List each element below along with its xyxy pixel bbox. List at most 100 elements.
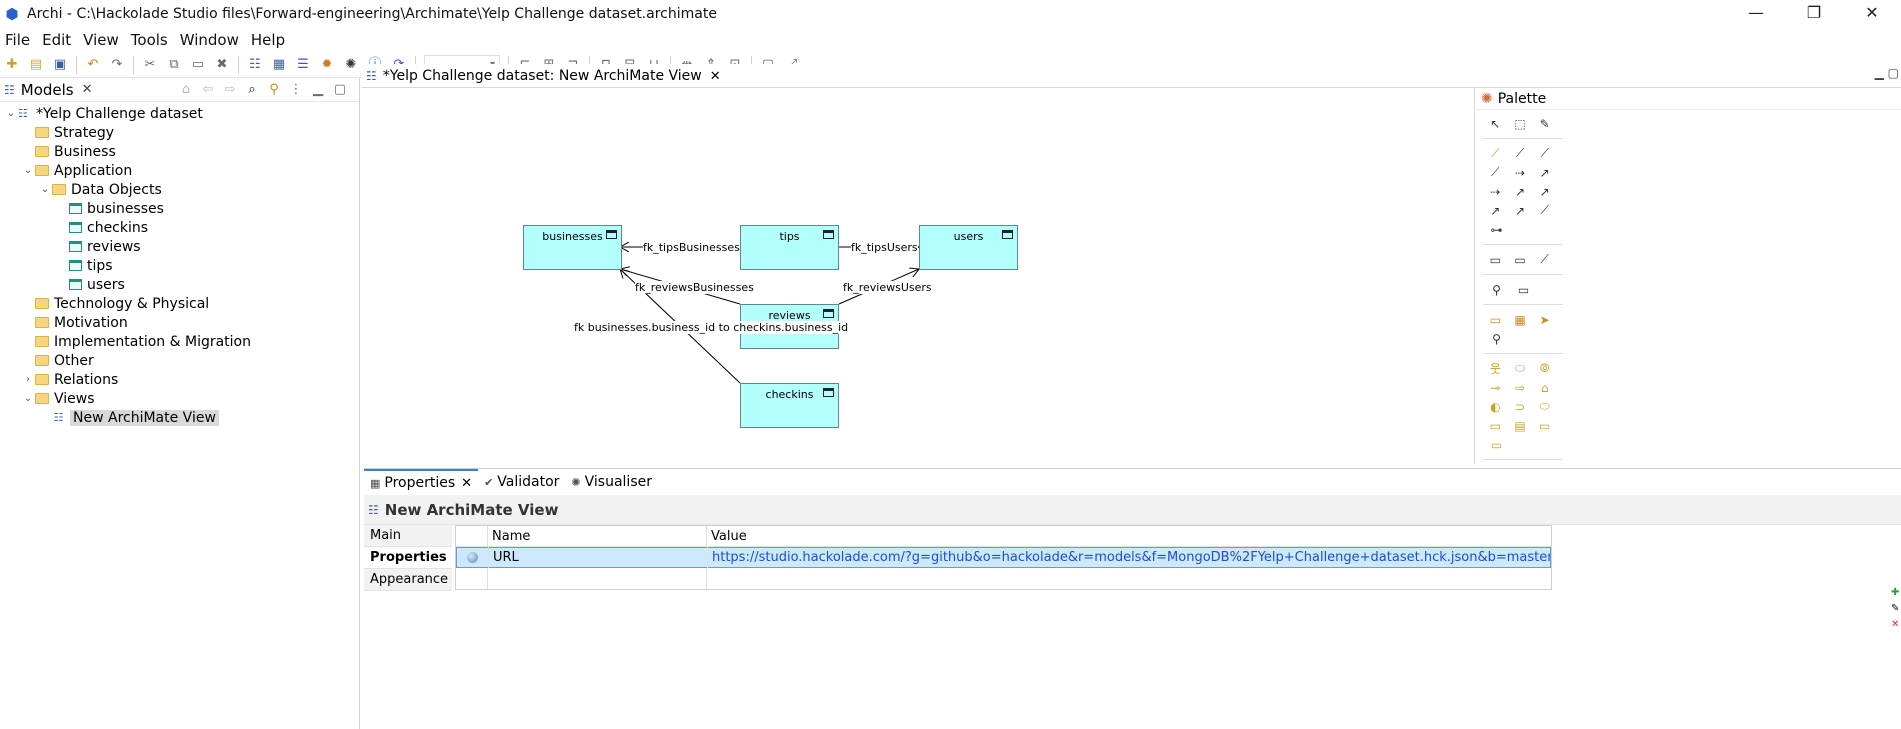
search-icon[interactable]: ⌕: [248, 82, 256, 97]
filter-icon[interactable]: ⚲: [269, 82, 279, 97]
property-name[interactable]: URL: [489, 547, 708, 568]
expand-toggle-icon[interactable]: ⌄: [40, 184, 50, 195]
column-header-value[interactable]: Value: [711, 528, 747, 544]
business-interaction-icon[interactable]: ◐: [1490, 399, 1501, 414]
resource-icon[interactable]: ▭: [1489, 312, 1501, 327]
side-tab-appearance[interactable]: Appearance: [364, 569, 452, 591]
representation-icon[interactable]: ▭: [1539, 418, 1551, 433]
composition-icon[interactable]: ⟋: [1515, 146, 1525, 160]
table-row[interactable]: URL https://studio.hackolade.com/?g=gith…: [456, 547, 1551, 568]
business-collaboration-icon[interactable]: ⦾: [1539, 361, 1550, 375]
expand-toggle-icon[interactable]: ›: [26, 374, 30, 385]
close-icon[interactable]: ✕: [461, 475, 473, 491]
tree-item[interactable]: Business: [0, 142, 359, 161]
property-value-link[interactable]: https://studio.hackolade.com/?g=github&o…: [712, 550, 1550, 565]
menu-file[interactable]: File: [5, 31, 31, 49]
business-actor-icon[interactable]: 웃: [1489, 362, 1501, 376]
add-property-icon[interactable]: ✚: [1891, 587, 1900, 598]
menu-window[interactable]: Window: [179, 31, 239, 49]
business-service-icon[interactable]: ⬭: [1539, 399, 1550, 413]
open-folder-icon[interactable]: ▤: [29, 56, 43, 72]
value-stream-icon[interactable]: ➤: [1539, 312, 1550, 327]
tab-visualiser[interactable]: ✺ Visualiser: [565, 469, 658, 495]
element-businesses[interactable]: businesses: [523, 225, 622, 270]
models-tab[interactable]: ☷ Models ✕: [0, 81, 93, 99]
close-window-button[interactable]: ✕: [1865, 3, 1879, 22]
undo-icon[interactable]: ↶: [87, 56, 99, 72]
save-icon[interactable]: ▣: [53, 56, 67, 72]
contract-icon[interactable]: ▤: [1514, 418, 1526, 433]
marquee-tool-icon[interactable]: ⬚: [1514, 116, 1526, 131]
junction-icon[interactable]: ⊶: [1490, 222, 1503, 237]
tab-properties[interactable]: ▦ Properties ✕: [364, 469, 479, 495]
specialization-icon[interactable]: ↗: [1514, 203, 1526, 218]
properties-icon[interactable]: ▦: [272, 56, 286, 72]
close-icon[interactable]: ✕: [81, 82, 93, 97]
business-object-icon[interactable]: ▭: [1489, 418, 1501, 433]
tree-item[interactable]: ☷New ArchiMate View: [0, 408, 359, 427]
tree-item[interactable]: ⌄Data Objects: [0, 180, 359, 199]
tree-item[interactable]: Other: [0, 351, 359, 370]
copy-icon[interactable]: ⧉: [169, 56, 179, 72]
minimize-icon[interactable]: ▁: [313, 82, 323, 97]
expand-toggle-icon[interactable]: ⌄: [23, 165, 33, 176]
tree-item[interactable]: ⌄Application: [0, 161, 359, 180]
tree-item[interactable]: reviews: [0, 237, 359, 256]
view-menu-icon[interactable]: ⋮: [289, 82, 303, 97]
maximize-icon[interactable]: ▢: [333, 82, 347, 97]
tab-validator[interactable]: ✔ Validator: [478, 469, 565, 495]
relation-label-reviews-users[interactable]: fk_reviewsUsers: [843, 281, 932, 294]
grouping-icon[interactable]: ▭: [1517, 282, 1530, 297]
product-icon[interactable]: ▭: [1490, 437, 1503, 452]
palette-icon[interactable]: ✺: [345, 56, 357, 72]
menu-edit[interactable]: Edit: [42, 31, 72, 49]
triggering-icon[interactable]: ↗: [1539, 184, 1550, 199]
relation-label-tips-businesses[interactable]: fk_tipsBusinesses: [643, 241, 740, 254]
tree-item[interactable]: tips: [0, 256, 359, 275]
minimize-button[interactable]: —: [1748, 3, 1764, 22]
group-icon[interactable]: ▭: [1514, 252, 1526, 267]
tree-item[interactable]: Technology & Physical: [0, 294, 359, 313]
relation-label-reviews-businesses[interactable]: fk_reviewsBusinesses: [635, 281, 754, 294]
flow-icon[interactable]: ↗: [1490, 203, 1501, 218]
select-tool-icon[interactable]: ↖: [1490, 116, 1501, 131]
format-painter-icon[interactable]: ✎: [1539, 116, 1550, 131]
access-icon[interactable]: ⇢: [1490, 184, 1501, 199]
tree-item[interactable]: businesses: [0, 199, 359, 218]
tree-item[interactable]: Strategy: [0, 123, 359, 142]
diagram-canvas[interactable]: businesses tips users reviews checkins f…: [364, 88, 1474, 464]
capability-icon[interactable]: ▦: [1514, 312, 1526, 327]
back-icon[interactable]: ⇦: [202, 82, 214, 97]
outline-icon[interactable]: ☰: [297, 56, 309, 72]
column-header-name[interactable]: Name: [488, 525, 707, 547]
connection-icon[interactable]: ⟋: [1540, 252, 1549, 266]
relation-label-tips-users[interactable]: fk_tipsUsers: [851, 241, 918, 254]
tree-item[interactable]: ⌄☷*Yelp Challenge dataset: [0, 104, 359, 123]
new-model-icon[interactable]: ✚: [6, 56, 18, 72]
tree-item[interactable]: Motivation: [0, 313, 359, 332]
menu-help[interactable]: Help: [250, 31, 286, 49]
menu-view[interactable]: View: [83, 31, 119, 49]
assignment-icon[interactable]: ⟋: [1491, 165, 1500, 179]
serving-icon[interactable]: ↗: [1539, 165, 1550, 180]
tree-item[interactable]: users: [0, 275, 359, 294]
business-event-icon[interactable]: ⊃: [1514, 399, 1526, 414]
element-checkins[interactable]: checkins: [740, 383, 839, 428]
menu-tools[interactable]: Tools: [130, 31, 168, 49]
element-tips[interactable]: tips: [740, 225, 839, 270]
editor-window-controls[interactable]: ▁ ▢: [1874, 66, 1899, 80]
business-interface-icon[interactable]: ⊸: [1490, 380, 1501, 395]
course-of-action-icon[interactable]: ⚲: [1492, 331, 1501, 346]
redo-icon[interactable]: ↷: [111, 56, 123, 72]
tree-item[interactable]: ⌄Views: [0, 389, 359, 408]
maximize-button[interactable]: ❐: [1806, 3, 1822, 22]
tree-item[interactable]: checkins: [0, 218, 359, 237]
side-tab-main[interactable]: Main: [364, 525, 452, 547]
cut-icon[interactable]: ✂: [144, 56, 156, 72]
aggregation-icon[interactable]: ⟋: [1540, 146, 1549, 160]
business-function-icon[interactable]: ⌂: [1540, 380, 1549, 395]
business-process-icon[interactable]: ⇨: [1514, 380, 1526, 395]
association-icon[interactable]: ⟋: [1540, 203, 1549, 217]
models-tree-icon[interactable]: ☷: [249, 56, 261, 72]
business-role-icon[interactable]: ⬭: [1514, 361, 1526, 375]
